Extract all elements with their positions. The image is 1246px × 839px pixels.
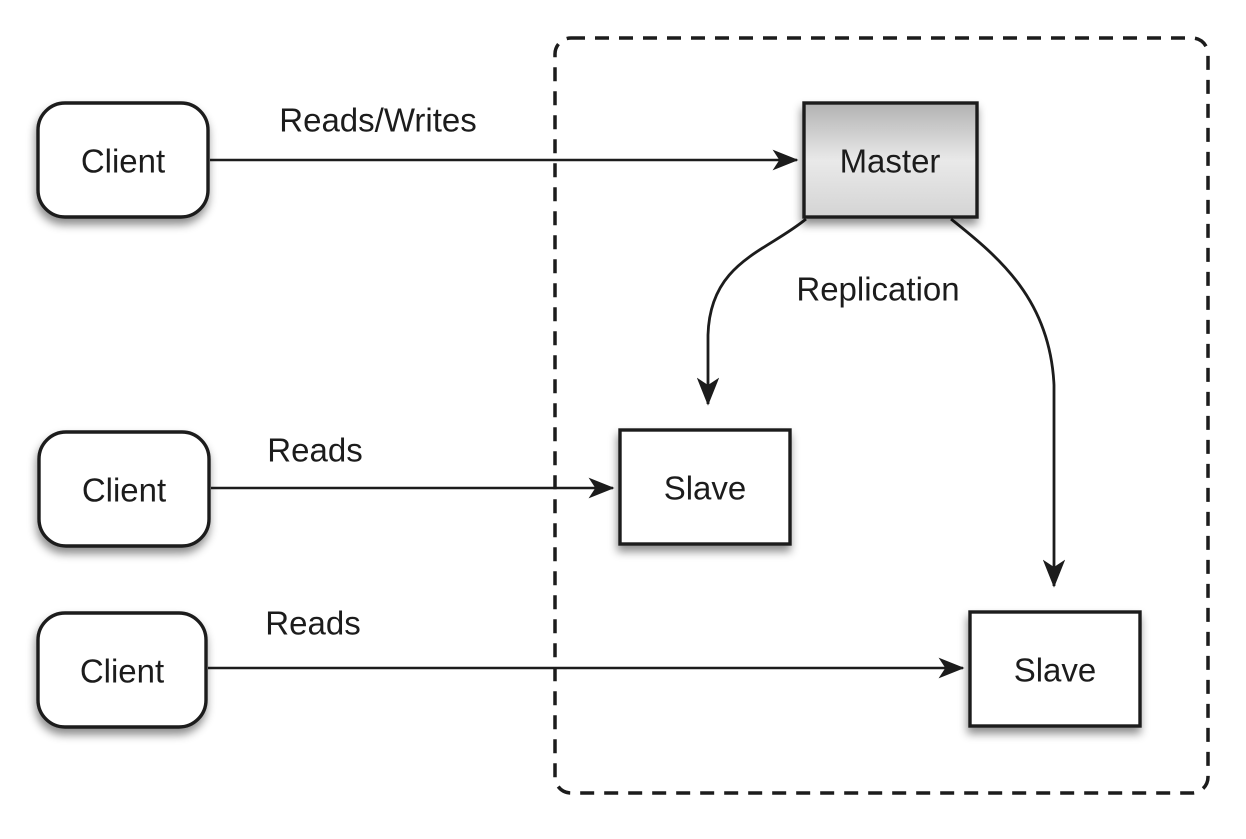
edge-label-reads-writes: Reads/Writes — [279, 102, 476, 139]
edge-master-to-slave2 — [950, 217, 1066, 588]
client3-label: Client — [80, 653, 164, 690]
edge-label-replication: Replication — [796, 271, 959, 308]
client1-label: Client — [81, 143, 165, 180]
slave1-label: Slave — [664, 470, 747, 507]
slave2-label: Slave — [1014, 652, 1097, 689]
edge-label-reads-2: Reads — [265, 605, 360, 642]
edge-master-to-slave1 — [696, 217, 807, 406]
slave1-node: Slave — [618, 428, 792, 546]
edge-label-reads-1: Reads — [267, 432, 362, 469]
master-label: Master — [840, 143, 941, 180]
client2-node: Client — [37, 430, 211, 548]
client2-label: Client — [82, 472, 166, 509]
slave2-node: Slave — [968, 610, 1142, 728]
client3-node: Client — [36, 611, 208, 729]
replication-boundary — [553, 36, 1210, 795]
client1-node: Client — [36, 101, 210, 219]
master-node: Master — [802, 101, 979, 219]
